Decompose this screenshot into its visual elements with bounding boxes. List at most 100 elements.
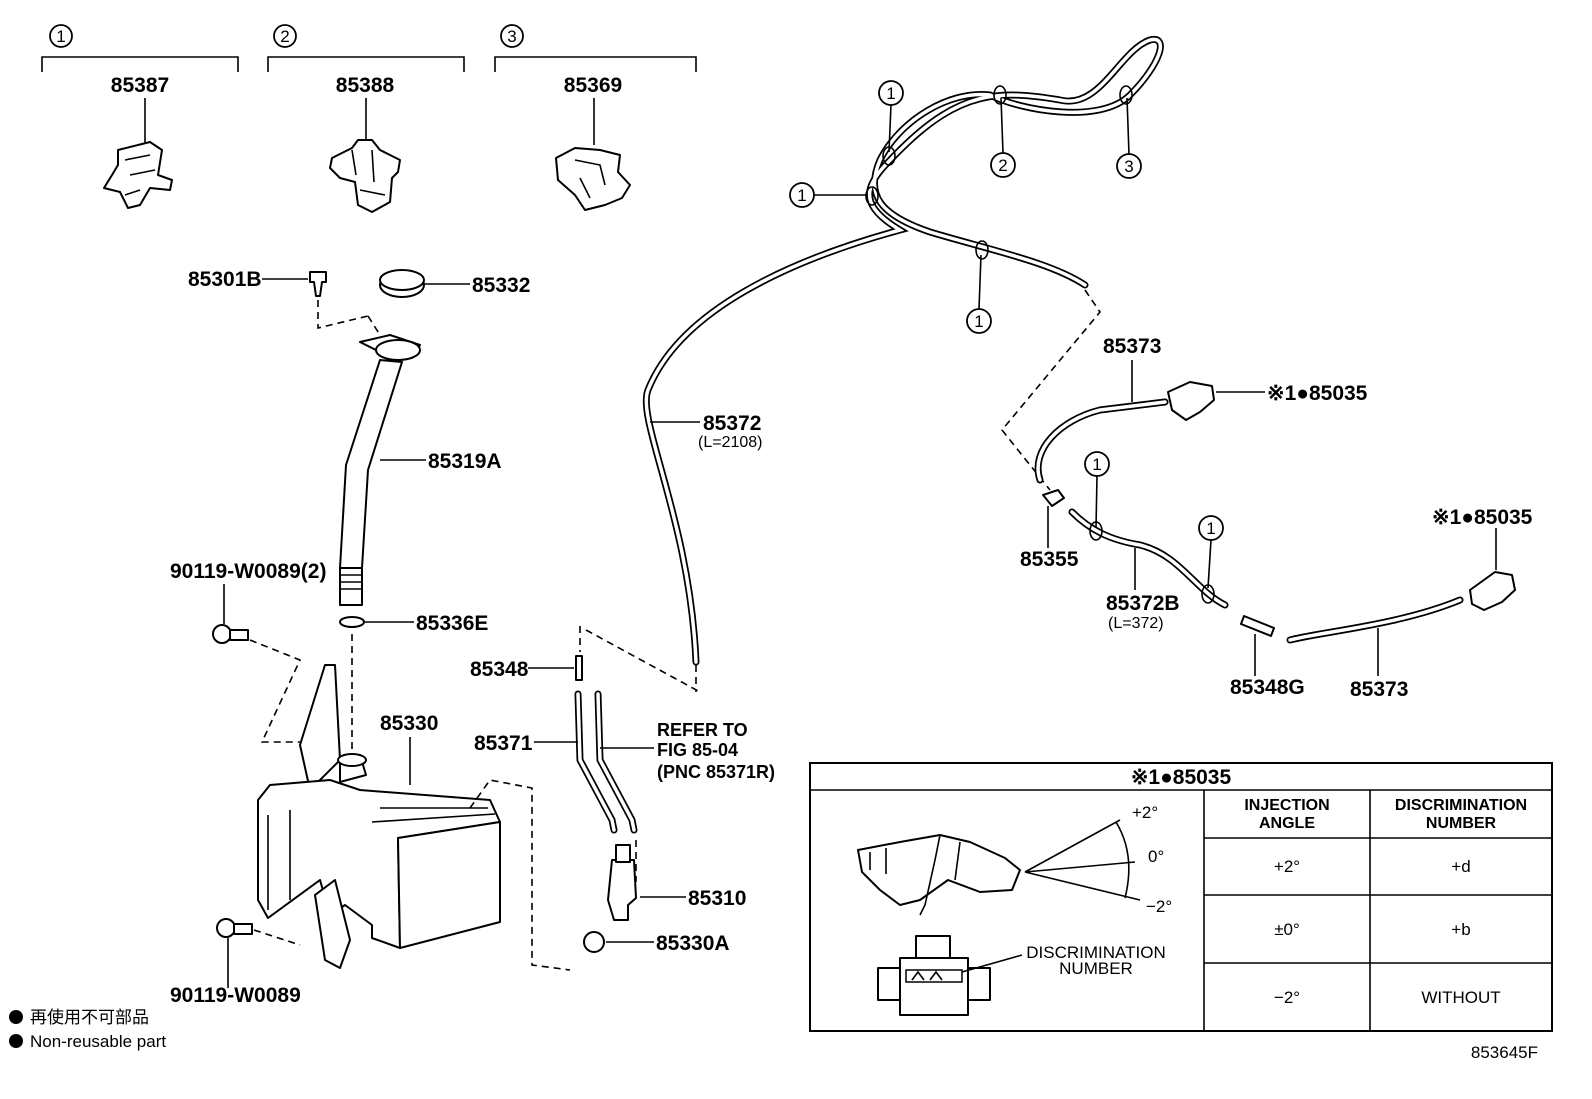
bolt-upper: 90119-W0089(2) [170, 560, 326, 743]
bolt-shank [229, 629, 249, 641]
nozzle-top-right [967, 967, 991, 1001]
group-number: 2 [280, 27, 289, 46]
header-injection-angle-1: INJECTION [1244, 797, 1329, 814]
joint-85355-drawing [1042, 489, 1065, 507]
grommet-85330A-drawing [583, 931, 605, 953]
legend-jp: 再使用不可部品 [30, 1007, 149, 1027]
clip-85369-drawing [555, 147, 631, 211]
group-number-circle [500, 24, 524, 48]
part-number-85388[interactable]: 85388 [336, 74, 395, 97]
row-angle: +2° [1274, 857, 1300, 876]
tank-front-face [397, 821, 501, 949]
bullet-icon [9, 1010, 23, 1024]
header-discrimination-1: DISCRIMINATION [1395, 797, 1527, 814]
filler-pipe-85319A-drawing [339, 359, 403, 569]
tank-bracket-lower [314, 879, 351, 969]
group-number-circle [49, 24, 73, 48]
cap-top [379, 269, 425, 291]
svg-text:2: 2 [998, 156, 1007, 175]
legend: 再使用不可部品 Non-reusable part [9, 1007, 166, 1051]
table-title: ※1●85035 [1131, 766, 1232, 789]
part-number-85387[interactable]: 85387 [111, 74, 169, 97]
hose-85372: 85372 (L=2108) [642, 36, 1164, 692]
group-number: 3 [507, 27, 516, 46]
part-number-85332[interactable]: 85332 [472, 274, 530, 297]
discrimination-label-2: NUMBER [1059, 959, 1133, 978]
filler-pipe-end [339, 567, 363, 606]
header-discrimination-2: NUMBER [1426, 815, 1497, 832]
part-number-90119-W0089[interactable]: 90119-W0089 [170, 984, 301, 1007]
angle-zero: 0° [1148, 847, 1164, 866]
clip-85388-drawing [329, 139, 401, 213]
length-85372B: (L=372) [1108, 615, 1164, 632]
part-number-85310[interactable]: 85310 [688, 887, 746, 910]
row-number: +b [1451, 920, 1470, 939]
nozzle-top-body [899, 957, 969, 1016]
part-number-85369[interactable]: 85369 [564, 74, 622, 97]
svg-text:1: 1 [886, 84, 895, 103]
clip-85387-drawing [103, 141, 173, 209]
hose-clip-markers: 1 1 2 3 1 [789, 80, 1142, 334]
dashed-guide [469, 779, 571, 971]
part-number-85330[interactable]: 85330 [380, 712, 438, 735]
bolt-head-drawing [216, 918, 236, 938]
row-angle: −2° [1274, 988, 1300, 1007]
reservoir-tank: 85330 [257, 664, 571, 971]
svg-text:3: 3 [1124, 157, 1133, 176]
svg-text:1: 1 [797, 186, 806, 205]
part-number-85330A[interactable]: 85330A [656, 932, 730, 955]
refer-to-line-1: REFER TO [657, 720, 748, 740]
part-number-85372[interactable]: 85372 [703, 412, 761, 435]
group-bracket [267, 56, 465, 72]
bolt-shank [233, 923, 253, 935]
pump-nozzle [615, 844, 631, 863]
clip-group-2: 2 85388 [267, 24, 465, 213]
tank-body-drawing [257, 779, 501, 949]
part-number-85035-lower[interactable]: ※1●85035 [1432, 506, 1533, 529]
angle-plus: +2° [1132, 803, 1158, 822]
part-number-85348G[interactable]: 85348G [1230, 676, 1305, 699]
dashed-guide [317, 300, 381, 336]
bolt-lower: 90119-W0089 [170, 918, 301, 1007]
header-injection-angle-2: ANGLE [1259, 815, 1315, 832]
part-number-90119-W0089-2[interactable]: 90119-W0089(2) [170, 560, 326, 583]
part-number-85348[interactable]: 85348 [470, 658, 529, 681]
length-85372: (L=2108) [698, 434, 763, 451]
filler-assembly: 85301B 85332 85319A 85336E [188, 268, 530, 750]
nozzle-top-left [877, 967, 901, 1001]
clip-detail [574, 159, 606, 199]
part-number-85373-lower[interactable]: 85373 [1350, 678, 1408, 701]
refer-to-line-3: (PNC 85371R) [657, 762, 775, 782]
nozzle-top-stem [915, 935, 951, 959]
row-number: +d [1451, 857, 1470, 876]
svg-text:1: 1 [1092, 455, 1101, 474]
part-number-85355[interactable]: 85355 [1020, 548, 1079, 571]
row-angle: ±0° [1274, 920, 1300, 939]
discrimination-label-1: DISCRIMINATION [1026, 943, 1165, 962]
part-number-85372B[interactable]: 85372B [1106, 592, 1180, 615]
bolt-head-drawing [212, 624, 232, 644]
clip-group-3: 3 85369 [494, 24, 697, 211]
spray-lines [1024, 819, 1141, 901]
joint-85348G-drawing [1240, 615, 1275, 637]
refer-to-line-2: FIG 85-04 [657, 740, 738, 760]
hose-85372-drawing [642, 36, 1164, 666]
part-number-85373-upper[interactable]: 85373 [1103, 335, 1161, 358]
angle-arc [1115, 821, 1130, 899]
clip-group-1: 1 85387 [41, 24, 239, 209]
part-number-85371[interactable]: 85371 [474, 732, 533, 755]
part-number-85035-upper[interactable]: ※1●85035 [1267, 382, 1368, 405]
part-number-85319A[interactable]: 85319A [428, 450, 502, 473]
row-number: WITHOUT [1421, 988, 1500, 1007]
part-number-85301B[interactable]: 85301B [188, 268, 262, 291]
pump-85310-drawing [607, 859, 637, 921]
leader-line [961, 954, 1023, 973]
o-ring-85336E-drawing [339, 616, 365, 628]
angle-minus: −2° [1146, 897, 1172, 916]
dashed-guide [579, 626, 701, 693]
part-number-85336E[interactable]: 85336E [416, 612, 488, 635]
tank-inlet [337, 753, 367, 767]
legend-en: Non-reusable part [30, 1032, 166, 1051]
dashed-guide [253, 929, 301, 946]
